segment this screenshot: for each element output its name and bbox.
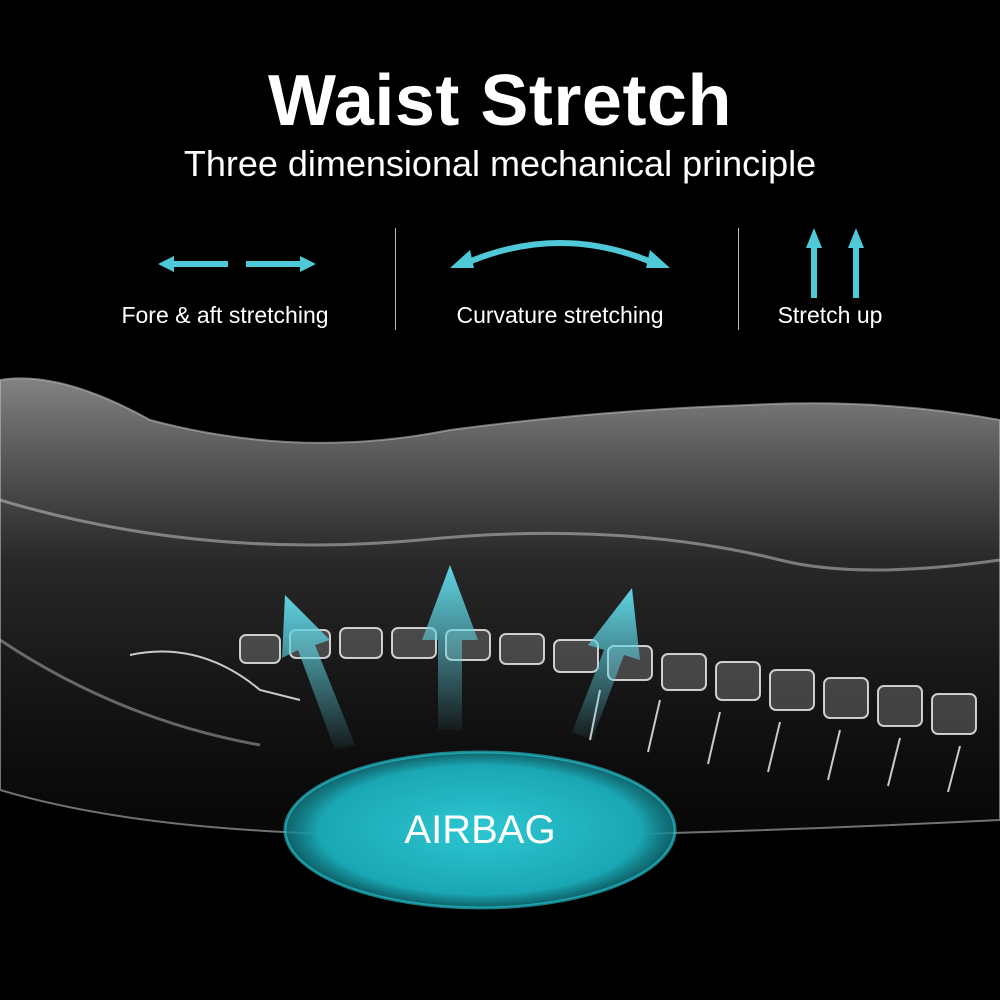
feature-label: Stretch up [777, 302, 883, 328]
airbag [283, 750, 677, 910]
feature-label: Fore & aft stretching [121, 302, 329, 328]
lift-arrows [282, 565, 640, 750]
feature-fore-aft: Fore & aft stretching [100, 220, 350, 340]
feature-stretch-up: Stretch up [760, 220, 900, 340]
page-subtitle: Three dimensional mechanical principle [183, 143, 817, 184]
divider [395, 228, 396, 330]
feature-curvature: Curvature stretching [430, 220, 690, 340]
horizontal-arrows-icon [158, 256, 316, 272]
up-arrows-icon [806, 228, 864, 298]
divider [738, 228, 739, 330]
curved-double-arrow-icon [450, 240, 670, 268]
body-spine-illustration [0, 377, 1000, 910]
feature-label: Curvature stretching [456, 302, 664, 328]
page-title: Waist Stretch [268, 61, 732, 141]
airbag-label: AIRBAG [404, 808, 556, 852]
